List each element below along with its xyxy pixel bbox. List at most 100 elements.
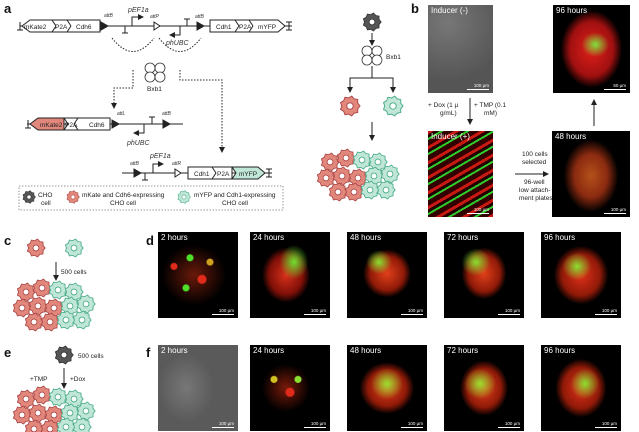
plates-line3: ment plates <box>519 195 553 202</box>
promoter-phubc: phUBC <box>165 40 190 47</box>
micrograph-inducer-minus: Inducer (-) 100 µm <box>428 5 493 93</box>
mkate-cell-icon <box>316 168 336 188</box>
tmp-label-line2: mM) <box>484 110 497 117</box>
site-attb: attB <box>195 14 205 20</box>
arrow <box>372 77 396 93</box>
cell-count-label: 500 cells <box>61 269 87 276</box>
scale-bar-label: 100 µm <box>601 308 617 313</box>
dox-label: +Dox <box>70 376 86 383</box>
scale-bar <box>401 314 423 315</box>
mkate-cell-icon <box>32 385 52 405</box>
scale-bar-label: 100 µm <box>473 83 489 88</box>
legend-cho-line1: CHO <box>38 192 52 199</box>
micrograph-caption: 72 hours <box>447 233 479 242</box>
selection-line2: selected <box>522 159 547 166</box>
cho-cell-icon <box>22 190 36 204</box>
micrograph-caption: 24 hours <box>253 346 285 355</box>
myfp-cell-icon <box>72 417 92 432</box>
micrograph-b-48-hours: 48 hours 100 µm <box>552 131 630 217</box>
mkate-cell-icon <box>344 182 364 202</box>
mkate-cell-icon <box>320 152 340 172</box>
panel-label-f: f <box>146 345 151 360</box>
plates-line1: 96-well <box>524 179 545 186</box>
myfp-cell-icon <box>352 150 372 170</box>
top-construct <box>17 14 292 38</box>
mkate-cell-icon <box>40 312 60 332</box>
gene-p2a: P2A <box>217 171 230 178</box>
micrograph-caption: 48 hours <box>555 132 587 141</box>
promoter-phubc: phUBC <box>126 140 151 147</box>
mkate-cell-icon <box>28 403 48 423</box>
cell-aggregate <box>12 385 96 432</box>
legend-mkate-line1: mKate and Cdh6-expressing <box>82 192 165 199</box>
tmp-label: +TMP <box>30 376 48 383</box>
legend-box <box>18 185 284 211</box>
scale-bar <box>604 89 626 90</box>
site-attr: attR <box>172 161 182 167</box>
myfp-cell-icon <box>64 238 84 258</box>
myfp-cell-icon <box>48 387 68 407</box>
panel-label-c: c <box>4 233 11 248</box>
plates-line2: low attach- <box>519 187 550 194</box>
panel-label-e: e <box>4 345 11 360</box>
cho-cell-icon <box>54 345 74 365</box>
dox-label-line1: + Dox (1 µ <box>428 102 459 109</box>
scale-bar <box>401 427 423 428</box>
scale-bar-label: 100 µm <box>407 308 423 313</box>
micrograph-caption: 48 hours <box>350 346 382 355</box>
myfp-cell-icon <box>383 95 404 117</box>
scale-bar-label: 100 µm <box>218 308 234 313</box>
scale-bar <box>212 314 234 315</box>
scale-bar-label: 100 µm <box>473 207 489 212</box>
mkate-cell-icon <box>28 296 48 316</box>
promoter-pef1a: pEF1a <box>149 153 171 160</box>
gene-cdh6: Cdh6 <box>89 122 105 129</box>
scale-bar-label: 100 µm <box>601 421 617 426</box>
scale-bar <box>604 213 626 214</box>
cell-aggregate <box>316 148 400 202</box>
legend-myfp-line2: CHO cell <box>222 200 249 207</box>
site-attb: attB <box>130 161 140 167</box>
legend-cho-line2: cell <box>41 200 51 207</box>
scale-bar <box>595 427 617 428</box>
gene-mkate2: mKate2 <box>24 24 47 31</box>
mkate-cell-icon <box>32 278 52 298</box>
micrograph-caption: 96 hours <box>544 233 576 242</box>
mkate-cell-icon <box>328 182 348 202</box>
micrograph-caption: 2 hours <box>161 346 188 355</box>
site-attp: attP <box>150 14 160 20</box>
gene-p2a: P2A <box>65 122 78 129</box>
gene-cdh6: Cdh6 <box>76 24 92 31</box>
cell-aggregate <box>12 278 96 332</box>
micrograph-caption: 96 hours <box>556 6 588 15</box>
micrograph-caption: 72 hours <box>447 346 479 355</box>
mkate-cell-icon <box>332 166 352 186</box>
mkate-cell-icon <box>24 312 44 332</box>
bxb1-icon <box>144 62 166 83</box>
dox-label-line2: g/mL) <box>440 110 457 117</box>
mkate-cell-icon <box>12 298 32 318</box>
micrograph-panel_f-2: 48 hours 100 µm <box>347 345 427 431</box>
selection-line1: 100 cells <box>522 151 548 158</box>
gene-p2a: P2A <box>239 24 252 31</box>
scale-bar <box>498 427 520 428</box>
scale-bar-label: 100 µm <box>610 207 626 212</box>
scale-bar <box>595 314 617 315</box>
site-attb: attB <box>162 111 172 117</box>
scale-bar-label: 100 µm <box>504 308 520 313</box>
gene-cdh1: Cdh1 <box>194 171 210 178</box>
scale-bar-label: 100 µm <box>310 421 326 426</box>
legend-myfp-line1: mYFP and Cdh1-expressing <box>194 192 276 199</box>
scale-bar <box>467 213 489 214</box>
mkate-cell-icon <box>26 238 46 258</box>
site-attl: attL <box>117 111 126 117</box>
micrograph-panel_d-3: 72 hours 100 µm <box>444 232 524 318</box>
legend-mkate-line2: CHO cell <box>110 200 137 207</box>
micrograph-panel_d-4: 96 hours 100 µm <box>541 232 621 318</box>
scale-bar-label: 100 µm <box>407 421 423 426</box>
